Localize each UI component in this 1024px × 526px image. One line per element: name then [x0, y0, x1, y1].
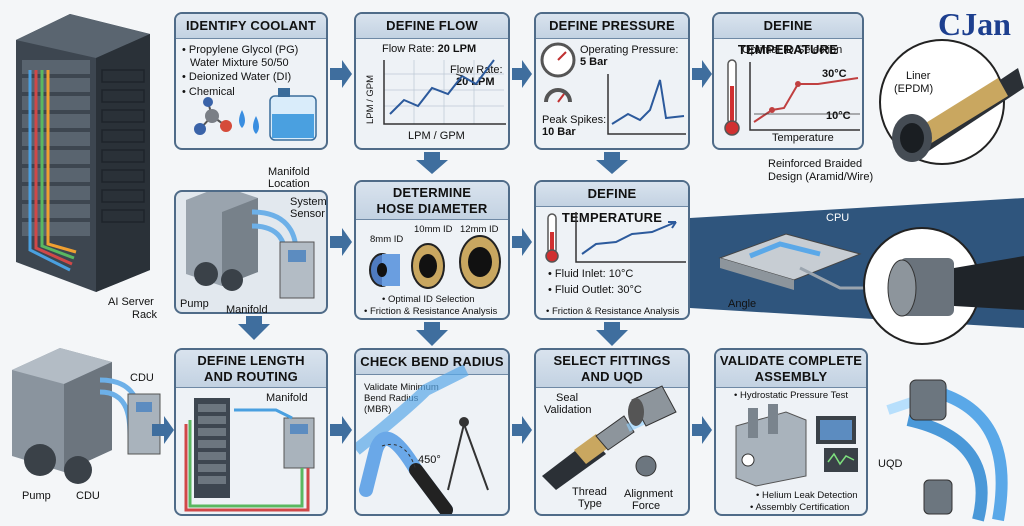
alignment-label-2: Force: [632, 500, 661, 512]
thread-label-2: Type: [578, 498, 602, 510]
identify-coolant-title: IDENTIFY COOLANT: [176, 14, 326, 39]
uqd-label: UQD: [878, 458, 903, 470]
temp-mid-bottom: • Friction & Resistance Analysis: [546, 306, 680, 317]
cdu-side-label: CDU: [130, 372, 154, 384]
define-temperature-top-panel: DEFINE TEMPERATURE Optimal ID Selection …: [712, 12, 864, 150]
braid-label-2: Design (Aramid/Wire): [768, 171, 874, 183]
validate-illustration: [735, 404, 858, 487]
define-temperature-top-title: DEFINE TEMPERATURE: [714, 14, 862, 57]
temp-mid-chart: [545, 212, 686, 263]
coolant-illustration: [194, 88, 317, 141]
validate-top: • Hydrostatic Pressure Test: [734, 390, 849, 401]
bend-illustration: [356, 364, 489, 514]
validate-b1: • Helium Leak Detection: [756, 490, 858, 501]
define-pressure-panel: DEFINE PRESSURE Operating Pressure: 5 Ba…: [534, 12, 690, 150]
op-pressure-label: Operating Pressure:: [580, 44, 679, 56]
fittings-illustration: [542, 385, 677, 490]
bend-angle: 450°: [418, 454, 441, 466]
temp-top-high: 30°C: [822, 68, 847, 80]
angle-label: Angle: [728, 298, 757, 310]
manifold-unit-illustration: [186, 192, 315, 299]
define-flow-panel: DEFINE FLOW Flow Rate: 20 LPM Flow Rate:…: [354, 12, 510, 150]
validate-panel: VALIDATE COMPLETE ASSEMBLY • Hydrostatic…: [714, 348, 868, 516]
server-rack-label-2: Rack: [132, 309, 158, 321]
manifold-unit-panel: [174, 190, 328, 314]
brand-logo: CJan: [938, 6, 1011, 42]
define-flow-title: DEFINE FLOW: [356, 14, 508, 39]
hose-bullet-2: • Friction & Resistance Analysis: [364, 306, 498, 317]
define-pressure-title: DEFINE PRESSURE: [536, 14, 688, 39]
manifold-label: Manifold: [226, 304, 268, 316]
coolant-item-3: • Deionized Water (DI): [182, 71, 292, 83]
system-sensor-label-1: System: [290, 196, 327, 208]
identify-coolant-panel: IDENTIFY COOLANT • Propylene Glycol (PG)…: [174, 12, 328, 150]
flow-xlabel: LPM / GPM: [408, 130, 465, 142]
mbr-note-1: Validate Minimum: [364, 382, 439, 393]
seal-label-2: Validation: [544, 404, 592, 416]
hose-diameter-illustration: [369, 235, 501, 289]
temp-top-low: 10°C: [826, 110, 851, 122]
bend-radius-title: CHECK BEND RADIUS: [356, 350, 508, 375]
alignment-label-1: Alignment: [624, 488, 673, 500]
manifold-location-label-2: Location: [268, 178, 310, 190]
seal-label-1: Seal: [556, 392, 579, 404]
system-sensor-label-2: Sensor: [290, 208, 325, 220]
uqd-illustration: [886, 379, 1008, 522]
fluid-inlet: • Fluid Inlet: 10°C: [548, 268, 634, 280]
liner-label-2: (EPDM): [894, 83, 934, 95]
routing-manifold-label: Manifold: [266, 392, 308, 404]
coolant-item-4: • Chemical: [182, 86, 235, 98]
validate-title: VALIDATE COMPLETE ASSEMBLY: [716, 350, 866, 388]
flow-chart: [383, 59, 506, 125]
spike-value: 10 Bar: [542, 126, 576, 138]
fittings-panel: SELECT FITTINGS AND UQD Seal Validation …: [534, 348, 690, 516]
define-temperature-mid-title: DEFINE TEMPERATURE: [536, 182, 688, 225]
pressure-gauges: [540, 42, 686, 135]
mbr-note-3: (MBR): [364, 404, 392, 415]
bend-radius-panel: CHECK BEND RADIUS Validate Minimum Bend …: [354, 348, 510, 516]
hose-bullet-1: • Optimal ID Selection: [382, 294, 475, 305]
routing-illustration: [184, 398, 315, 512]
pump-label: Pump: [180, 298, 209, 310]
op-pressure-value: 5 Bar: [580, 56, 608, 68]
hose-diameter-panel: DETERMINE HOSE DIAMETER 8mm ID 10mm ID 1…: [354, 180, 510, 320]
id-10mm: 10mm ID: [414, 224, 453, 235]
hose-diameter-title: DETERMINE HOSE DIAMETER: [356, 182, 508, 220]
server-rack-illustration: [16, 14, 150, 292]
cdu-pump-label: Pump: [22, 490, 51, 502]
server-rack-label-1: AI Server: [108, 296, 154, 308]
fluid-outlet: • Fluid Outlet: 30°C: [548, 284, 642, 296]
braid-label-1: Reinforced Braided: [768, 158, 863, 170]
fittings-title: SELECT FITTINGS AND UQD: [536, 350, 688, 388]
cpu-band: [690, 198, 1024, 345]
temp-top-chart: [724, 59, 860, 136]
define-temperature-mid-panel: DEFINE TEMPERATURE • Fluid Inlet: 10°C •…: [534, 180, 690, 320]
mbr-note-2: Bend Radius: [364, 393, 419, 404]
id-8mm: 8mm ID: [370, 234, 404, 245]
validate-b2: • Assembly Certification: [750, 502, 850, 513]
cpu-label: CPU: [826, 212, 850, 224]
coolant-item-1: • Propylene Glycol (PG): [182, 44, 299, 56]
hose-cross-section: [879, 39, 1024, 165]
id-12mm: 12mm ID: [460, 224, 499, 235]
temp-top-xlabel: Temperature: [772, 132, 834, 144]
temp-top-subtitle: Optimal ID Selection: [742, 44, 843, 56]
length-routing-title: DEFINE LENGTH AND ROUTING: [176, 350, 326, 388]
cdu-bottom-label: CDU: [76, 490, 100, 502]
coolant-item-2: Water Mixture 50/50: [190, 57, 289, 69]
flow-rate-label: Flow Rate: 20 LPM: [382, 43, 477, 55]
thread-label-1: Thread: [572, 486, 607, 498]
cdu-illustration: [12, 348, 161, 484]
liner-label-1: Liner: [906, 70, 931, 82]
spike-label: Peak Spikes:: [542, 114, 607, 126]
length-routing-panel: DEFINE LENGTH AND ROUTING Manifold: [174, 348, 328, 516]
manifold-location-label-1: Manifold: [268, 166, 310, 178]
